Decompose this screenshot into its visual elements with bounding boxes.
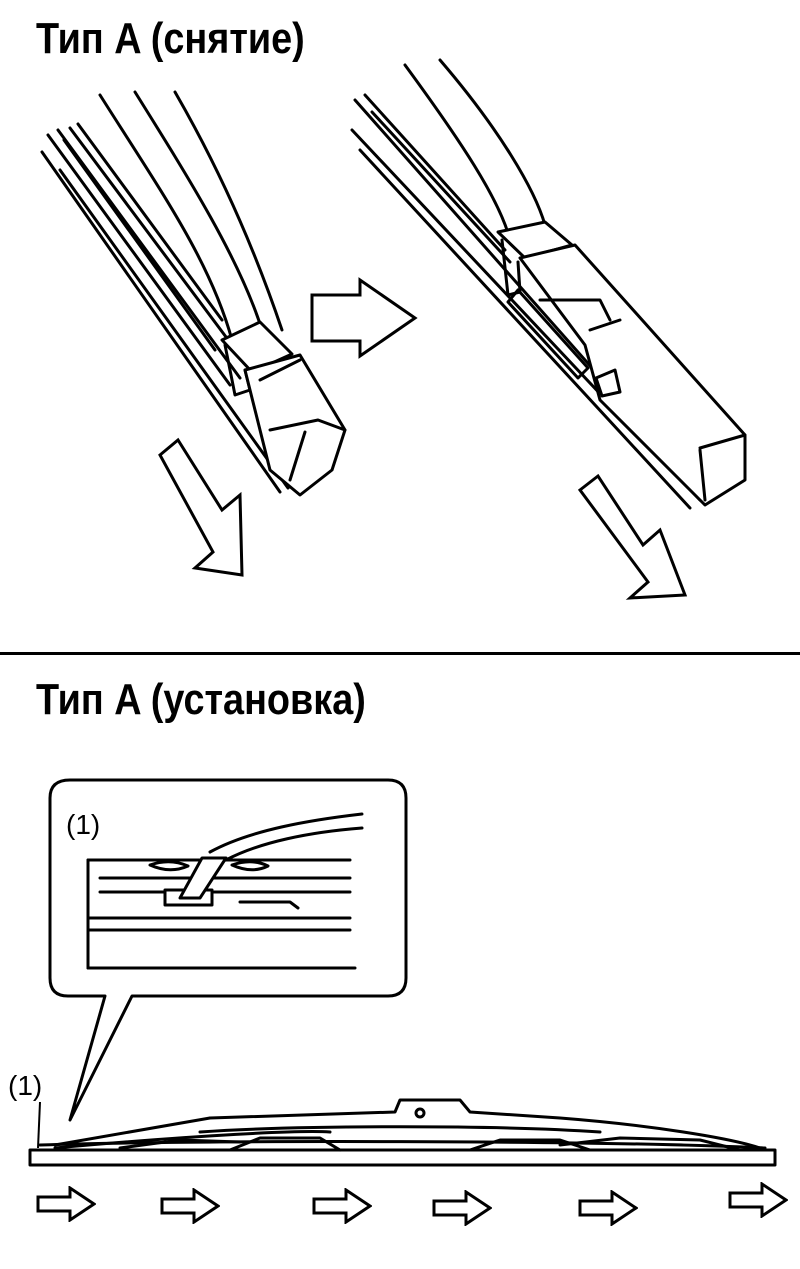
right-arrow-icon	[310, 277, 418, 359]
detail-callout-box	[48, 778, 408, 1122]
down-left-arrow-icon	[158, 437, 244, 577]
slide-direction-arrows	[36, 1182, 788, 1226]
section-title-installation: Тип A (установка)	[36, 675, 366, 724]
right-arrow-icon	[36, 1186, 96, 1222]
section-divider	[0, 652, 800, 655]
right-arrow-icon	[312, 1188, 372, 1224]
right-arrow-icon	[578, 1190, 638, 1226]
detail-label: (1)	[66, 809, 100, 840]
right-arrow-icon	[160, 1188, 220, 1224]
section-title-removal: Тип A (снятие)	[36, 14, 305, 63]
right-arrow-icon	[728, 1182, 788, 1218]
right-arrow-icon	[432, 1190, 492, 1226]
leader-line	[37, 1101, 41, 1149]
wiper-before-removal	[40, 90, 347, 497]
wiper-blade-full	[28, 1098, 777, 1167]
wiper-after-removal	[350, 58, 747, 510]
blade-label: (1)	[8, 1070, 42, 1101]
down-left-arrow-icon	[577, 473, 688, 600]
